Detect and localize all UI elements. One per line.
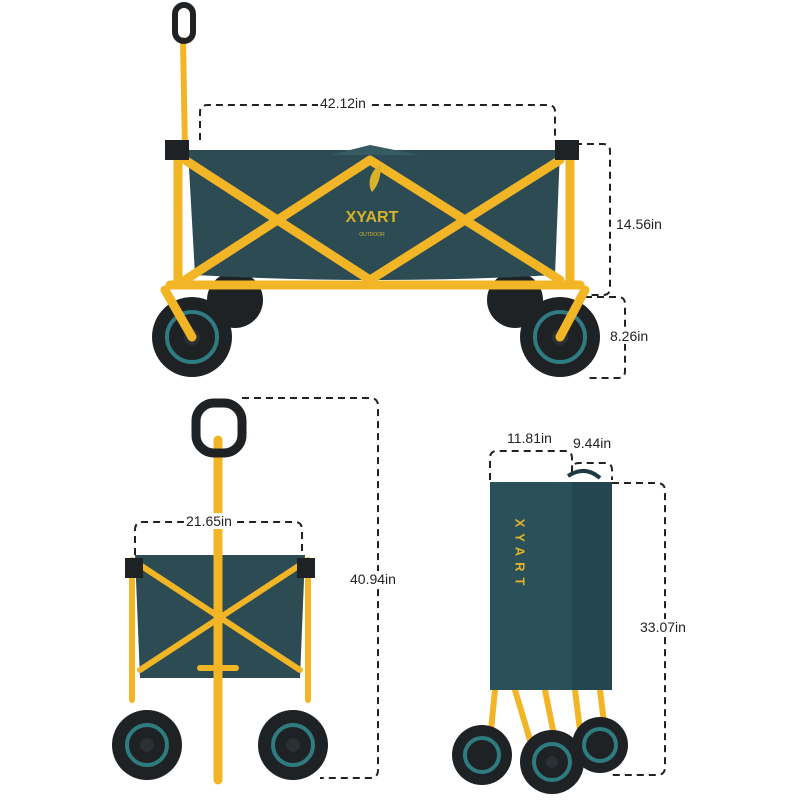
dim-line-body-height bbox=[575, 143, 611, 296]
dim-label-total-height: 40.94in bbox=[348, 571, 398, 587]
brand-name: XYART bbox=[346, 209, 399, 226]
dim-line-length bbox=[199, 104, 556, 140]
dim-label-body-height: 14.56in bbox=[614, 216, 664, 232]
dim-label-folded-height: 33.07in bbox=[638, 619, 688, 635]
dim-label-wheel-height: 8.26in bbox=[608, 328, 651, 344]
folded-wagon: XYART bbox=[452, 469, 628, 794]
front-view-wagon bbox=[112, 398, 328, 785]
dim-label-length: 42.12in bbox=[318, 95, 368, 111]
dim-line-folded-width bbox=[571, 462, 613, 480]
brand-logo-icon bbox=[369, 164, 382, 192]
dim-label-front-width: 21.65in bbox=[184, 513, 234, 529]
brand-tagline: OUTDOOR bbox=[359, 232, 385, 238]
side-view-wagon: XYART OUTDOOR bbox=[152, 2, 600, 377]
dim-label-folded-depth: 11.81in bbox=[505, 430, 554, 446]
brand-name-vertical: XYART bbox=[513, 519, 528, 592]
dim-line-folded-depth bbox=[489, 450, 573, 480]
dim-label-folded-width: 9.44in bbox=[571, 435, 614, 451]
